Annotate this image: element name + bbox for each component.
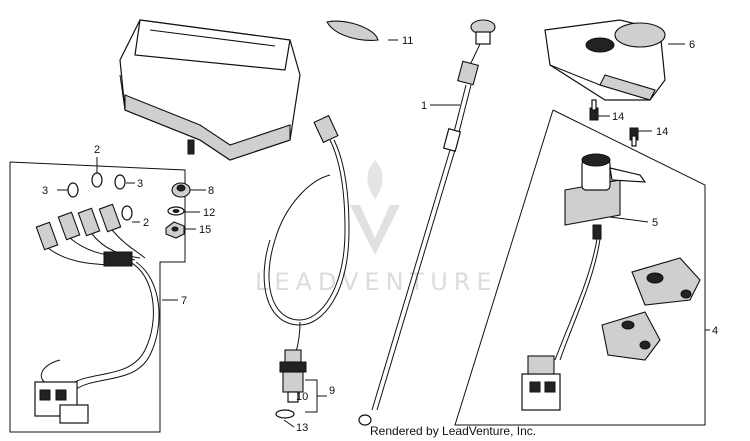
callout-13: 13	[296, 422, 308, 434]
leadventure-watermark: LEADVENTURE	[255, 160, 498, 296]
speedometer-cable	[263, 114, 350, 419]
callout-12: 12	[203, 207, 215, 219]
callout-10: 10	[296, 391, 308, 403]
switch-cover	[544, 19, 666, 101]
wire-harness	[34, 203, 160, 424]
callout-4: 4	[712, 325, 718, 337]
choke-cable	[358, 19, 496, 426]
switch-bracket-upper	[631, 257, 701, 306]
callout-2-lower: 2	[143, 217, 149, 229]
callout-14-upper: 14	[612, 111, 624, 123]
switch-group-border	[454, 109, 706, 426]
gasket-part	[326, 20, 379, 41]
fastener-group	[165, 182, 191, 239]
speedometer-assembly	[119, 19, 301, 161]
callout-5: 5	[652, 217, 658, 229]
callout-8: 8	[208, 185, 214, 197]
leader-lines	[57, 39, 710, 428]
bolt-group	[589, 99, 639, 147]
callout-15: 15	[199, 224, 211, 236]
harness-group-border	[9, 161, 186, 433]
leadventure-logo-icon	[350, 160, 400, 255]
callout-11: 11	[402, 35, 413, 47]
callout-1: 1	[421, 100, 427, 112]
watermark-text: LEADVENTURE	[255, 268, 498, 296]
credit-line: Rendered by LeadVenture, Inc.	[370, 424, 537, 438]
callout-3-left: 3	[42, 185, 48, 197]
callout-2-upper: 2	[94, 144, 100, 156]
callout-7: 7	[181, 295, 187, 307]
bulb-group	[67, 172, 133, 221]
callout-9: 9	[329, 385, 335, 397]
callout-6: 6	[689, 39, 695, 51]
callout-14-lower: 14	[656, 126, 668, 138]
callout-3-right: 3	[137, 178, 143, 190]
switch-bracket-lower	[601, 311, 661, 361]
ignition-switch	[521, 153, 647, 411]
